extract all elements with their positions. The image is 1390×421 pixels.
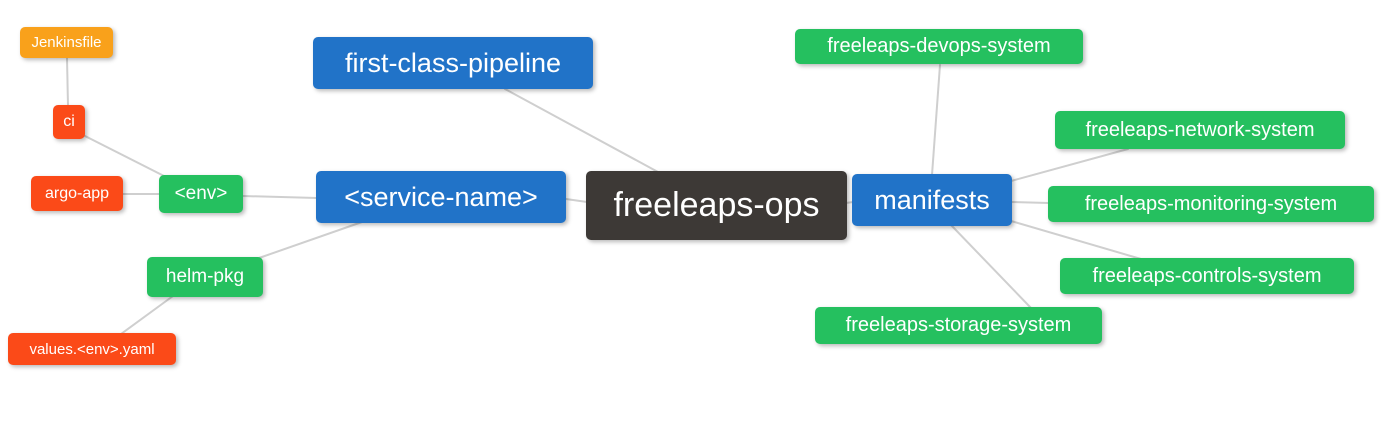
node-freeleaps-monitoring-system[interactable]: freeleaps-monitoring-system: [1048, 186, 1374, 222]
node-ci[interactable]: ci: [53, 105, 85, 139]
edge-pipeline-root: [504, 88, 659, 173]
node-freeleaps-controls-system[interactable]: freeleaps-controls-system: [1060, 258, 1354, 294]
node-freeleaps-devops-system[interactable]: freeleaps-devops-system: [795, 29, 1083, 64]
edge-manifests-controls: [1010, 220, 1142, 260]
edge-env-service-name: [242, 195, 318, 199]
node-values-env-yaml[interactable]: values.<env>.yaml: [8, 333, 176, 365]
edge-manifests-storage: [950, 224, 1032, 309]
edge-manifests-monitoring: [1010, 201, 1050, 204]
node-service-name[interactable]: <service-name>: [316, 171, 566, 223]
edge-jenkinsfile-ci: [66, 57, 69, 107]
node-freeleaps-storage-system[interactable]: freeleaps-storage-system: [815, 307, 1102, 344]
node-freeleaps-ops-root[interactable]: freeleaps-ops: [586, 171, 847, 240]
node-helm-pkg[interactable]: helm-pkg: [147, 257, 263, 297]
edge-service-name-root: [565, 198, 588, 203]
edge-manifests-devops: [931, 64, 941, 176]
edge-helm-pkg-service-name: [258, 221, 363, 259]
node-env[interactable]: <env>: [159, 175, 243, 213]
node-argo-app[interactable]: argo-app: [31, 176, 123, 211]
edge-values-helm-pkg: [120, 295, 174, 335]
edge-ci-env: [82, 134, 167, 178]
edge-manifests-network: [1010, 148, 1129, 182]
node-manifests[interactable]: manifests: [852, 174, 1012, 226]
node-jenkinsfile[interactable]: Jenkinsfile: [20, 27, 113, 58]
edge-root-manifests: [845, 201, 854, 204]
node-first-class-pipeline[interactable]: first-class-pipeline: [313, 37, 593, 89]
node-freeleaps-network-system[interactable]: freeleaps-network-system: [1055, 111, 1345, 149]
